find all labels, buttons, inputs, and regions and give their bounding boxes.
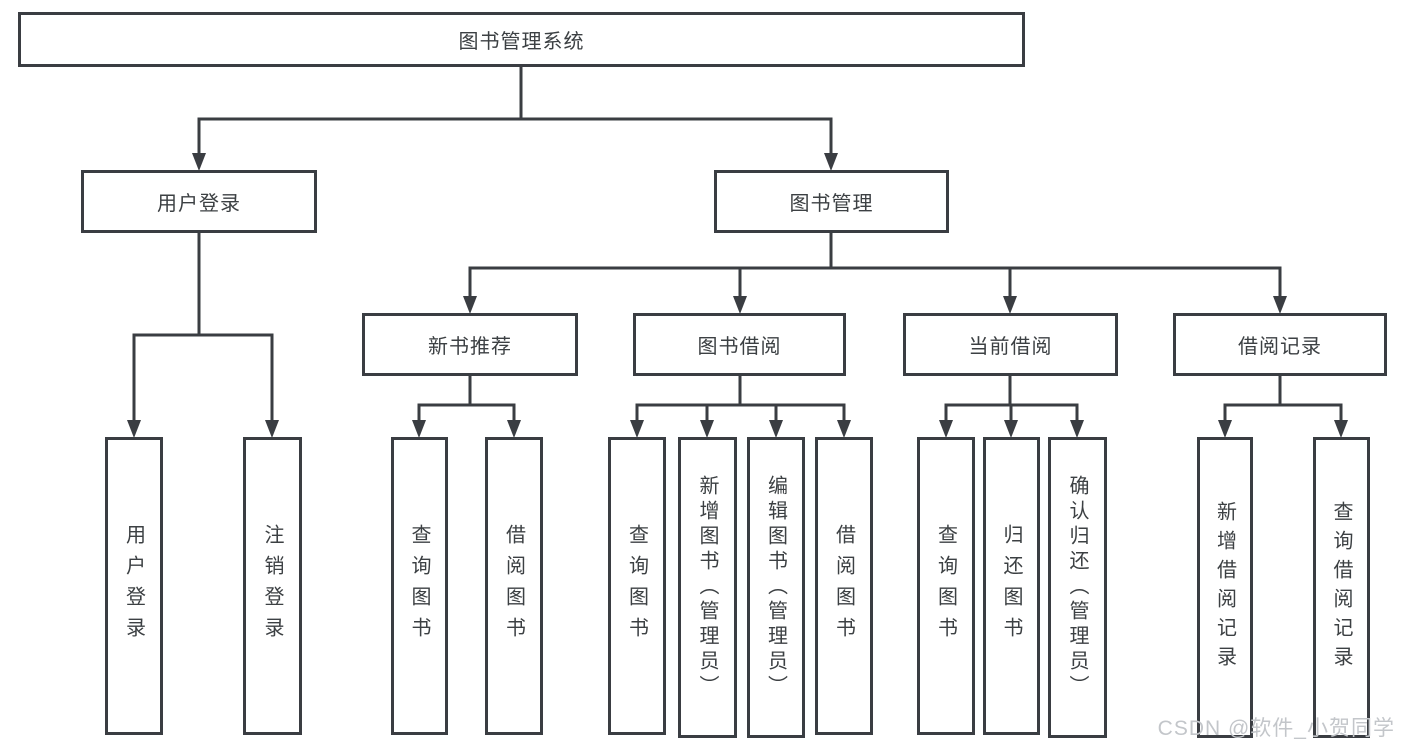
leaf-borrow-books-borrowing: 借阅图书 — [815, 437, 873, 735]
leaf-add-borrow-record: 新增借阅记录 — [1197, 437, 1253, 738]
csdn-watermark: CSDN @软件_小贺同学 — [1157, 717, 1395, 740]
leaf-query-books-borrowing: 查询图书 — [608, 437, 666, 735]
leaf-logout: 注销登录 — [243, 437, 302, 735]
node-borrowing-records: 借阅记录 — [1173, 313, 1387, 376]
arrowheads — [127, 153, 1348, 438]
leaf-query-borrow-record: 查询借阅记录 — [1313, 437, 1370, 738]
leaf-borrow-books-recommend: 借阅图书 — [485, 437, 543, 735]
leaf-add-book-admin: 新增图书（管理员） — [678, 437, 737, 738]
node-library-management-system: 图书管理系统 — [18, 12, 1025, 67]
leaf-query-books-recommend: 查询图书 — [391, 437, 448, 735]
node-current-borrowing: 当前借阅 — [903, 313, 1118, 376]
leaf-confirm-return-admin: 确认归还（管理员） — [1048, 437, 1107, 738]
leaf-user-login: 用户登录 — [105, 437, 163, 735]
leaf-query-books-current: 查询图书 — [917, 437, 975, 735]
node-user-login-branch: 用户登录 — [81, 170, 317, 233]
node-book-management-branch: 图书管理 — [714, 170, 949, 233]
node-book-borrowing: 图书借阅 — [633, 313, 846, 376]
node-new-book-recommendation: 新书推荐 — [362, 313, 578, 376]
leaf-return-books: 归还图书 — [983, 437, 1040, 735]
leaf-edit-book-admin: 编辑图书（管理员） — [747, 437, 805, 738]
